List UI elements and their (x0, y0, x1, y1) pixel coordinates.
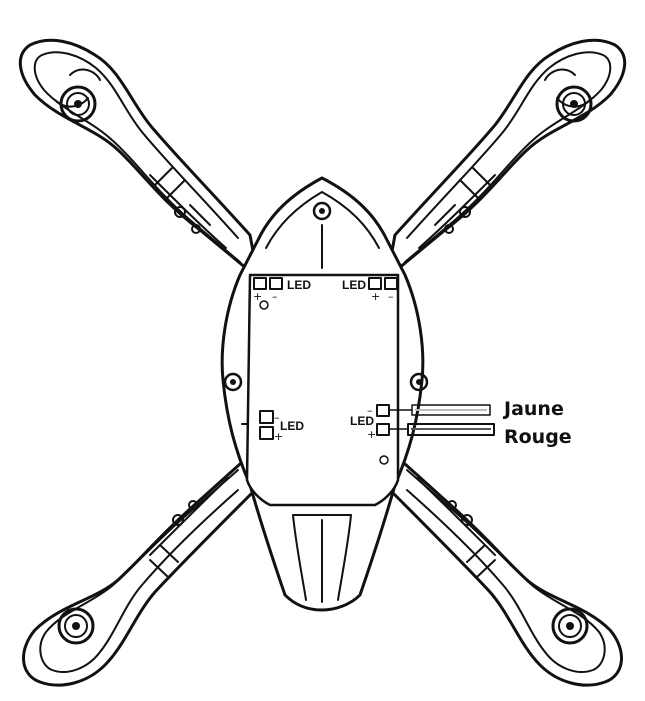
wire-label-red: Rouge (504, 426, 572, 448)
circuit-board: LED + – LED + – – LED + – LED + (241, 273, 400, 507)
minus-sign-top-right: – (388, 290, 394, 303)
wire-label-yellow: Jaune (502, 398, 564, 420)
led-top-right-label: LED (342, 278, 366, 292)
arm-bottom-left (22, 453, 257, 687)
minus-sign-middle-right: – (367, 404, 373, 417)
arm-bottom-right (388, 453, 623, 687)
led-pad-middle-left-1 (259, 410, 274, 424)
plus-sign-top-right: + (371, 290, 380, 303)
wire-leads (388, 404, 495, 436)
arm-top-left (18, 38, 260, 280)
minus-sign-middle-left: – (274, 411, 280, 424)
led-pad-top-right-2 (384, 277, 398, 290)
plus-sign-middle-left: + (274, 430, 283, 443)
arm-top-right (385, 38, 627, 280)
plus-sign-top-left: + (253, 290, 262, 303)
led-pad-top-right-1 (368, 277, 382, 290)
led-middle-right-label: LED (350, 414, 374, 428)
plus-sign-middle-right: + (367, 428, 376, 441)
minus-sign-top-left: – (272, 290, 278, 303)
led-pad-top-left-1 (253, 277, 267, 290)
led-pad-top-left-2 (269, 277, 283, 290)
led-top-left-label: LED (287, 278, 311, 292)
led-middle-left-label: LED (280, 419, 304, 433)
wire-red (407, 423, 495, 436)
led-pad-middle-left-2 (259, 426, 274, 440)
wire-yellow (411, 404, 491, 416)
